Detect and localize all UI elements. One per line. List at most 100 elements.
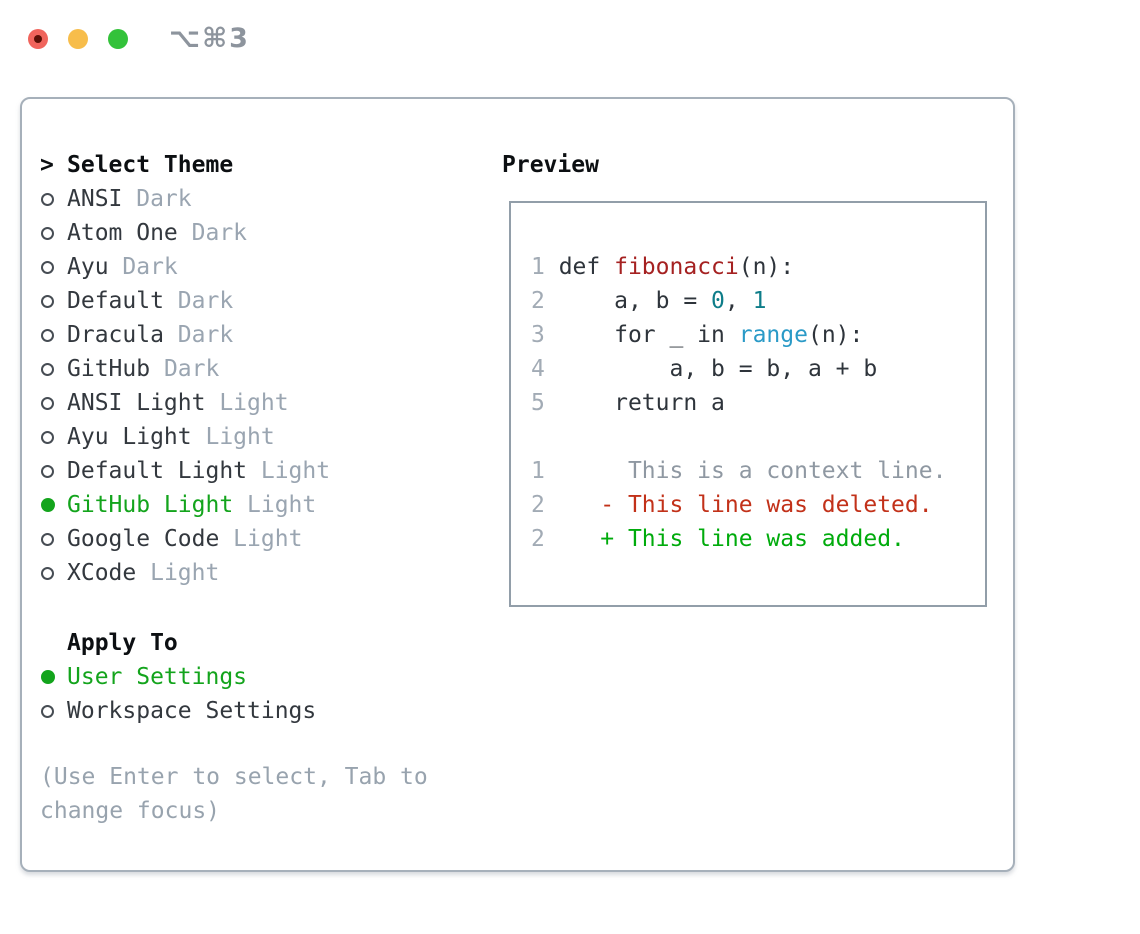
- radio-marker: [40, 396, 67, 410]
- theme-option[interactable]: ANSI Dark: [40, 182, 502, 216]
- code-segment: a, b =: [544, 288, 712, 314]
- title-bar: ⌥⌘3: [0, 0, 1140, 97]
- theme-option[interactable]: Ayu Dark: [40, 250, 502, 284]
- option-label: ANSI Light: [67, 390, 206, 416]
- code-line: 4 a, b = b, a + b: [531, 352, 985, 386]
- code-line: 3 for _ in range(n):: [531, 318, 985, 352]
- code-segment: fibonacci: [614, 254, 739, 280]
- window-shortcut-label: ⌥⌘3: [169, 23, 250, 54]
- zoom-button[interactable]: [108, 28, 128, 49]
- window-controls: [28, 28, 128, 49]
- theme-option[interactable]: GitHub Light Light: [40, 488, 502, 522]
- option-label: Ayu: [67, 254, 109, 280]
- option-label: XCode: [67, 560, 137, 586]
- apply-section-header: Apply To: [40, 626, 502, 660]
- apply-section-title: Apply To: [67, 630, 178, 656]
- theme-option[interactable]: Google Code Light: [40, 522, 502, 556]
- option-variant-label: Light: [233, 492, 317, 518]
- option-label: GitHub: [67, 356, 151, 382]
- option-variant-label: Light: [247, 458, 331, 484]
- apply-section: Apply To User Settings Workspace Setting…: [40, 626, 502, 728]
- option-label: ANSI: [67, 186, 123, 212]
- code-segment: This is a context line.: [544, 458, 947, 484]
- option-variant-label: Dark: [122, 186, 192, 212]
- line-number: [531, 420, 545, 454]
- option-variant-label: Dark: [150, 356, 220, 382]
- minimize-button[interactable]: [68, 28, 88, 49]
- apply-target-option[interactable]: Workspace Settings: [40, 694, 502, 728]
- theme-option[interactable]: Atom One Dark: [40, 216, 502, 250]
- option-variant-label: Light: [205, 390, 289, 416]
- radio-marker: [40, 704, 67, 718]
- radio-marker: [40, 328, 67, 342]
- theme-option[interactable]: GitHub Dark: [40, 352, 502, 386]
- help-text: (Use Enter to select, Tab to change focu…: [40, 764, 428, 824]
- code-segment: range: [738, 322, 808, 348]
- close-button[interactable]: [28, 28, 48, 49]
- code-line: 1 This is a context line.: [531, 454, 985, 488]
- line-number: 2: [531, 288, 545, 314]
- line-number: 4: [531, 356, 545, 382]
- code-line: [531, 420, 985, 454]
- code-line: 2 a, b = 0, 1: [531, 284, 985, 318]
- theme-option[interactable]: Ayu Light Light: [40, 420, 502, 454]
- radio-icon: [41, 670, 55, 684]
- line-number: 2: [531, 526, 545, 552]
- code-segment: (n):: [738, 254, 795, 280]
- code-segment: ,: [724, 288, 753, 314]
- radio-icon: [41, 328, 54, 342]
- selection-column: > Select Theme ANSI Dark Atom One Dark A…: [22, 99, 502, 870]
- radio-icon: [41, 704, 54, 718]
- line-number: 5: [531, 390, 545, 416]
- option-label: Workspace Settings: [67, 698, 317, 724]
- code-segment: for _ in: [544, 322, 739, 348]
- preview-header: Preview: [502, 148, 1013, 182]
- code-line: 2 - This line was deleted.: [531, 488, 985, 522]
- radio-icon: [41, 260, 54, 274]
- code-segment: - This line was deleted.: [544, 492, 933, 518]
- code-segment: def: [544, 254, 615, 280]
- code-line: 2 + This line was added.: [531, 522, 985, 556]
- cursor-icon: >: [40, 152, 54, 178]
- radio-marker: [40, 430, 67, 444]
- line-number: 3: [531, 322, 545, 348]
- theme-option[interactable]: ANSI Light Light: [40, 386, 502, 420]
- preview-title: Preview: [502, 152, 599, 178]
- line-number: 2: [531, 492, 545, 518]
- radio-icon: [41, 192, 54, 206]
- option-variant-label: Dark: [163, 322, 234, 348]
- radio-marker: [40, 566, 67, 580]
- code-segment: a, b = b, a + b: [544, 356, 878, 382]
- radio-icon: [41, 532, 54, 546]
- radio-icon: [41, 430, 54, 444]
- option-variant-label: Light: [219, 526, 303, 552]
- radio-icon: [41, 396, 54, 410]
- code-segment: + This line was added.: [544, 526, 905, 552]
- radio-marker: [40, 294, 67, 308]
- radio-icon: [41, 294, 54, 308]
- option-label: Atom One: [67, 220, 178, 246]
- radio-icon: [41, 226, 54, 240]
- theme-option[interactable]: Dracula Dark: [40, 318, 502, 352]
- selection-cursor: >: [40, 148, 67, 182]
- code-line: 5 return a: [531, 386, 985, 420]
- code-preview-box: 1 def fibonacci(n): 2 a, b = 0, 1 3 for …: [509, 201, 987, 607]
- radio-marker: [40, 498, 67, 512]
- option-label: User Settings: [67, 664, 248, 690]
- theme-picker-panel: > Select Theme ANSI Dark Atom One Dark A…: [20, 97, 1015, 872]
- apply-target-option[interactable]: User Settings: [40, 660, 502, 694]
- option-variant-label: Light: [191, 424, 275, 450]
- theme-option[interactable]: XCode Light: [40, 556, 502, 590]
- theme-option[interactable]: Default Light Light: [40, 454, 502, 488]
- apply-target-list: User Settings Workspace Settings: [40, 660, 502, 728]
- theme-option[interactable]: Default Dark: [40, 284, 502, 318]
- option-variant-label: Light: [136, 560, 220, 586]
- line-number: 1: [531, 458, 545, 484]
- code-segment: 1: [752, 288, 767, 314]
- preview-column: Preview 1 def fibonacci(n): 2 a, b = 0, …: [502, 99, 1013, 870]
- radio-icon: [41, 362, 54, 376]
- radio-marker: [40, 260, 67, 274]
- theme-list: ANSI Dark Atom One Dark Ayu Dark Default…: [40, 182, 502, 590]
- theme-section-title: Select Theme: [67, 152, 234, 178]
